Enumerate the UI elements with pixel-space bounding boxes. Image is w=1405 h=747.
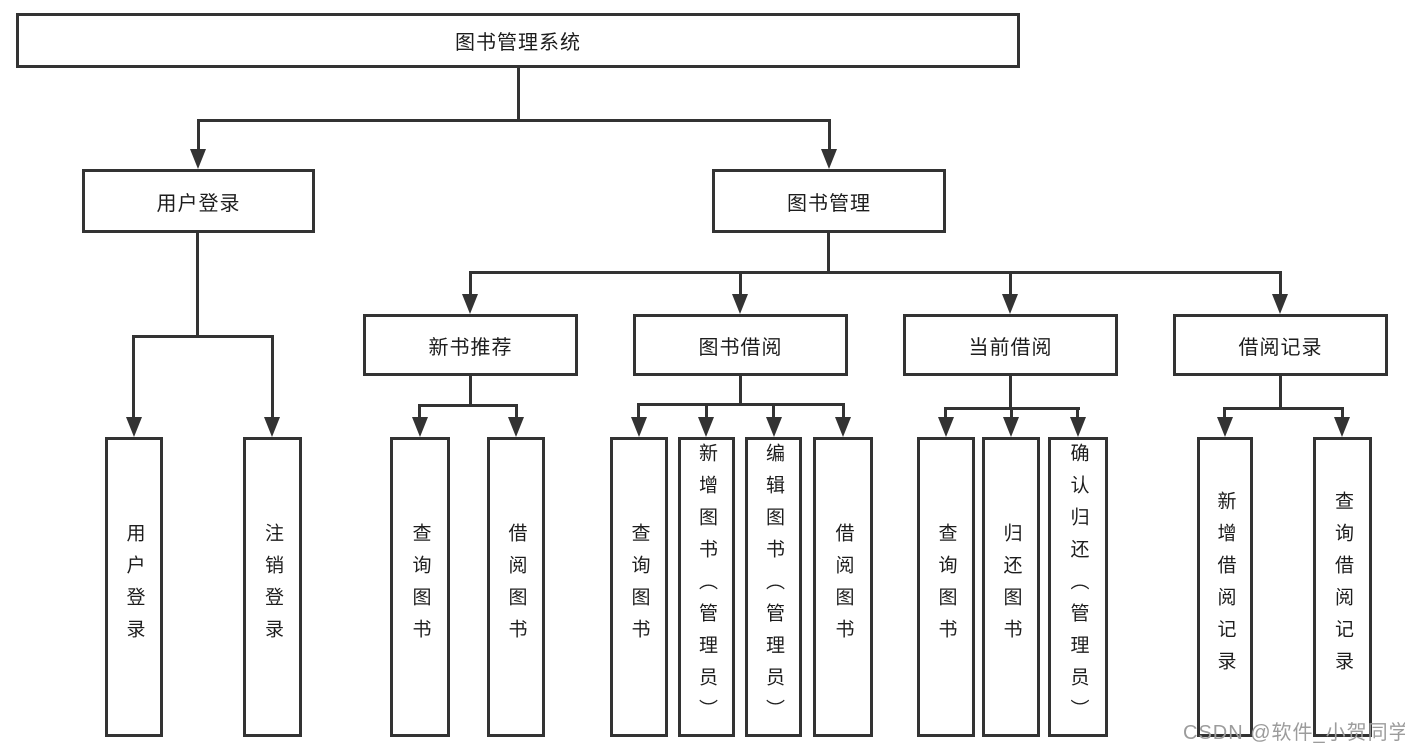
connector-line — [705, 403, 708, 421]
leaf-logout: 注销登录 — [243, 437, 302, 737]
connector-arrow — [938, 417, 954, 437]
leaf-label: 归还图书 — [1000, 523, 1022, 651]
leaf-label: 确认归还（管理员） — [1067, 443, 1089, 731]
connector-line — [517, 68, 520, 122]
leaf-records-add-record: 新增借阅记录 — [1197, 437, 1253, 737]
connector-line — [944, 407, 947, 421]
csdn-watermark: CSDN @软件_小贺同学 — [1183, 722, 1405, 744]
node-book-borrowing: 图书借阅 — [633, 314, 848, 376]
connector-arrow — [1070, 417, 1086, 437]
leaf-borrowing-edit-book-admin: 编辑图书（管理员） — [745, 437, 802, 737]
leaf-user-login: 用户登录 — [105, 437, 163, 737]
connector-line — [469, 376, 472, 407]
connector-line — [827, 233, 830, 274]
connector-line — [1223, 407, 1344, 410]
connector-line — [132, 335, 135, 420]
connector-arrow — [698, 417, 714, 437]
leaf-label: 用户登录 — [123, 523, 145, 651]
connector-arrow — [835, 417, 851, 437]
connector-line — [739, 271, 742, 297]
connector-line — [739, 376, 742, 406]
leaf-label: 新增图书（管理员） — [696, 443, 717, 731]
connector-line — [515, 404, 518, 421]
leaf-recommend-query-book: 查询图书 — [390, 437, 450, 737]
connector-line — [1076, 407, 1079, 421]
leaf-label: 借阅图书 — [832, 523, 854, 651]
connector-arrow — [126, 417, 142, 437]
connector-line — [1341, 407, 1344, 421]
leaf-recommend-borrow-book: 借阅图书 — [487, 437, 545, 737]
leaf-borrowing-borrow-book: 借阅图书 — [813, 437, 873, 737]
connector-line — [132, 335, 274, 338]
connector-arrow — [1334, 417, 1350, 437]
node-label: 新书推荐 — [428, 336, 513, 359]
connector-line — [197, 119, 831, 122]
leaf-label: 编辑图书（管理员） — [763, 443, 784, 731]
connector-arrow — [766, 417, 782, 437]
connector-line — [469, 271, 1282, 274]
node-root: 图书管理系统 — [16, 13, 1020, 68]
leaf-borrowing-add-book-admin: 新增图书（管理员） — [678, 437, 735, 737]
connector-line — [637, 403, 845, 406]
leaf-current-query-book: 查询图书 — [917, 437, 975, 737]
leaf-label: 查询借阅记录 — [1332, 491, 1353, 683]
node-label: 图书管理系统 — [455, 32, 581, 54]
connector-arrow — [264, 417, 280, 437]
node-current-borrowing: 当前借阅 — [903, 314, 1118, 376]
connector-arrow — [732, 294, 748, 314]
connector-line — [1279, 376, 1282, 410]
connector-line — [418, 404, 518, 407]
connector-line — [828, 119, 831, 153]
connector-line — [1279, 271, 1282, 297]
node-label: 当前借阅 — [968, 336, 1053, 359]
leaf-label: 借阅图书 — [505, 523, 527, 651]
leaf-label: 查询图书 — [628, 523, 650, 651]
connector-line — [1010, 407, 1013, 421]
connector-arrow — [1272, 294, 1288, 314]
connector-arrow — [190, 149, 206, 169]
connector-line — [1223, 407, 1226, 421]
connector-line — [1009, 376, 1012, 410]
leaf-label: 新增借阅记录 — [1214, 491, 1236, 683]
node-book-management: 图书管理 — [712, 169, 946, 233]
leaf-records-query-record: 查询借阅记录 — [1313, 437, 1372, 737]
node-user-login: 用户登录 — [82, 169, 315, 233]
node-label: 用户登录 — [156, 192, 241, 215]
connector-line — [469, 271, 472, 297]
connector-arrow — [1002, 294, 1018, 314]
connector-line — [842, 403, 845, 421]
connector-arrow — [821, 149, 837, 169]
node-label: 图书借阅 — [698, 336, 783, 359]
connector-arrow — [1003, 417, 1019, 437]
connector-line — [196, 233, 199, 338]
connector-arrow — [1217, 417, 1233, 437]
leaf-label: 查询图书 — [935, 523, 957, 651]
node-borrow-records: 借阅记录 — [1173, 314, 1388, 376]
node-label: 借阅记录 — [1238, 336, 1323, 359]
connector-arrow — [631, 417, 647, 437]
connector-line — [197, 119, 200, 153]
connector-line — [637, 403, 640, 421]
node-new-book-recommend: 新书推荐 — [363, 314, 578, 376]
connector-line — [1009, 271, 1012, 297]
connector-arrow — [412, 417, 428, 437]
connector-line — [418, 404, 421, 421]
leaf-label: 查询图书 — [409, 523, 431, 651]
connector-arrow — [508, 417, 524, 437]
leaf-borrowing-query-book: 查询图书 — [610, 437, 668, 737]
connector-arrow — [462, 294, 478, 314]
leaf-current-confirm-return-admin: 确认归还（管理员） — [1048, 437, 1108, 737]
node-label: 图书管理 — [787, 192, 871, 215]
leaf-current-return-book: 归还图书 — [982, 437, 1040, 737]
leaf-label: 注销登录 — [262, 523, 283, 651]
connector-line — [772, 403, 775, 421]
connector-line — [271, 335, 274, 420]
